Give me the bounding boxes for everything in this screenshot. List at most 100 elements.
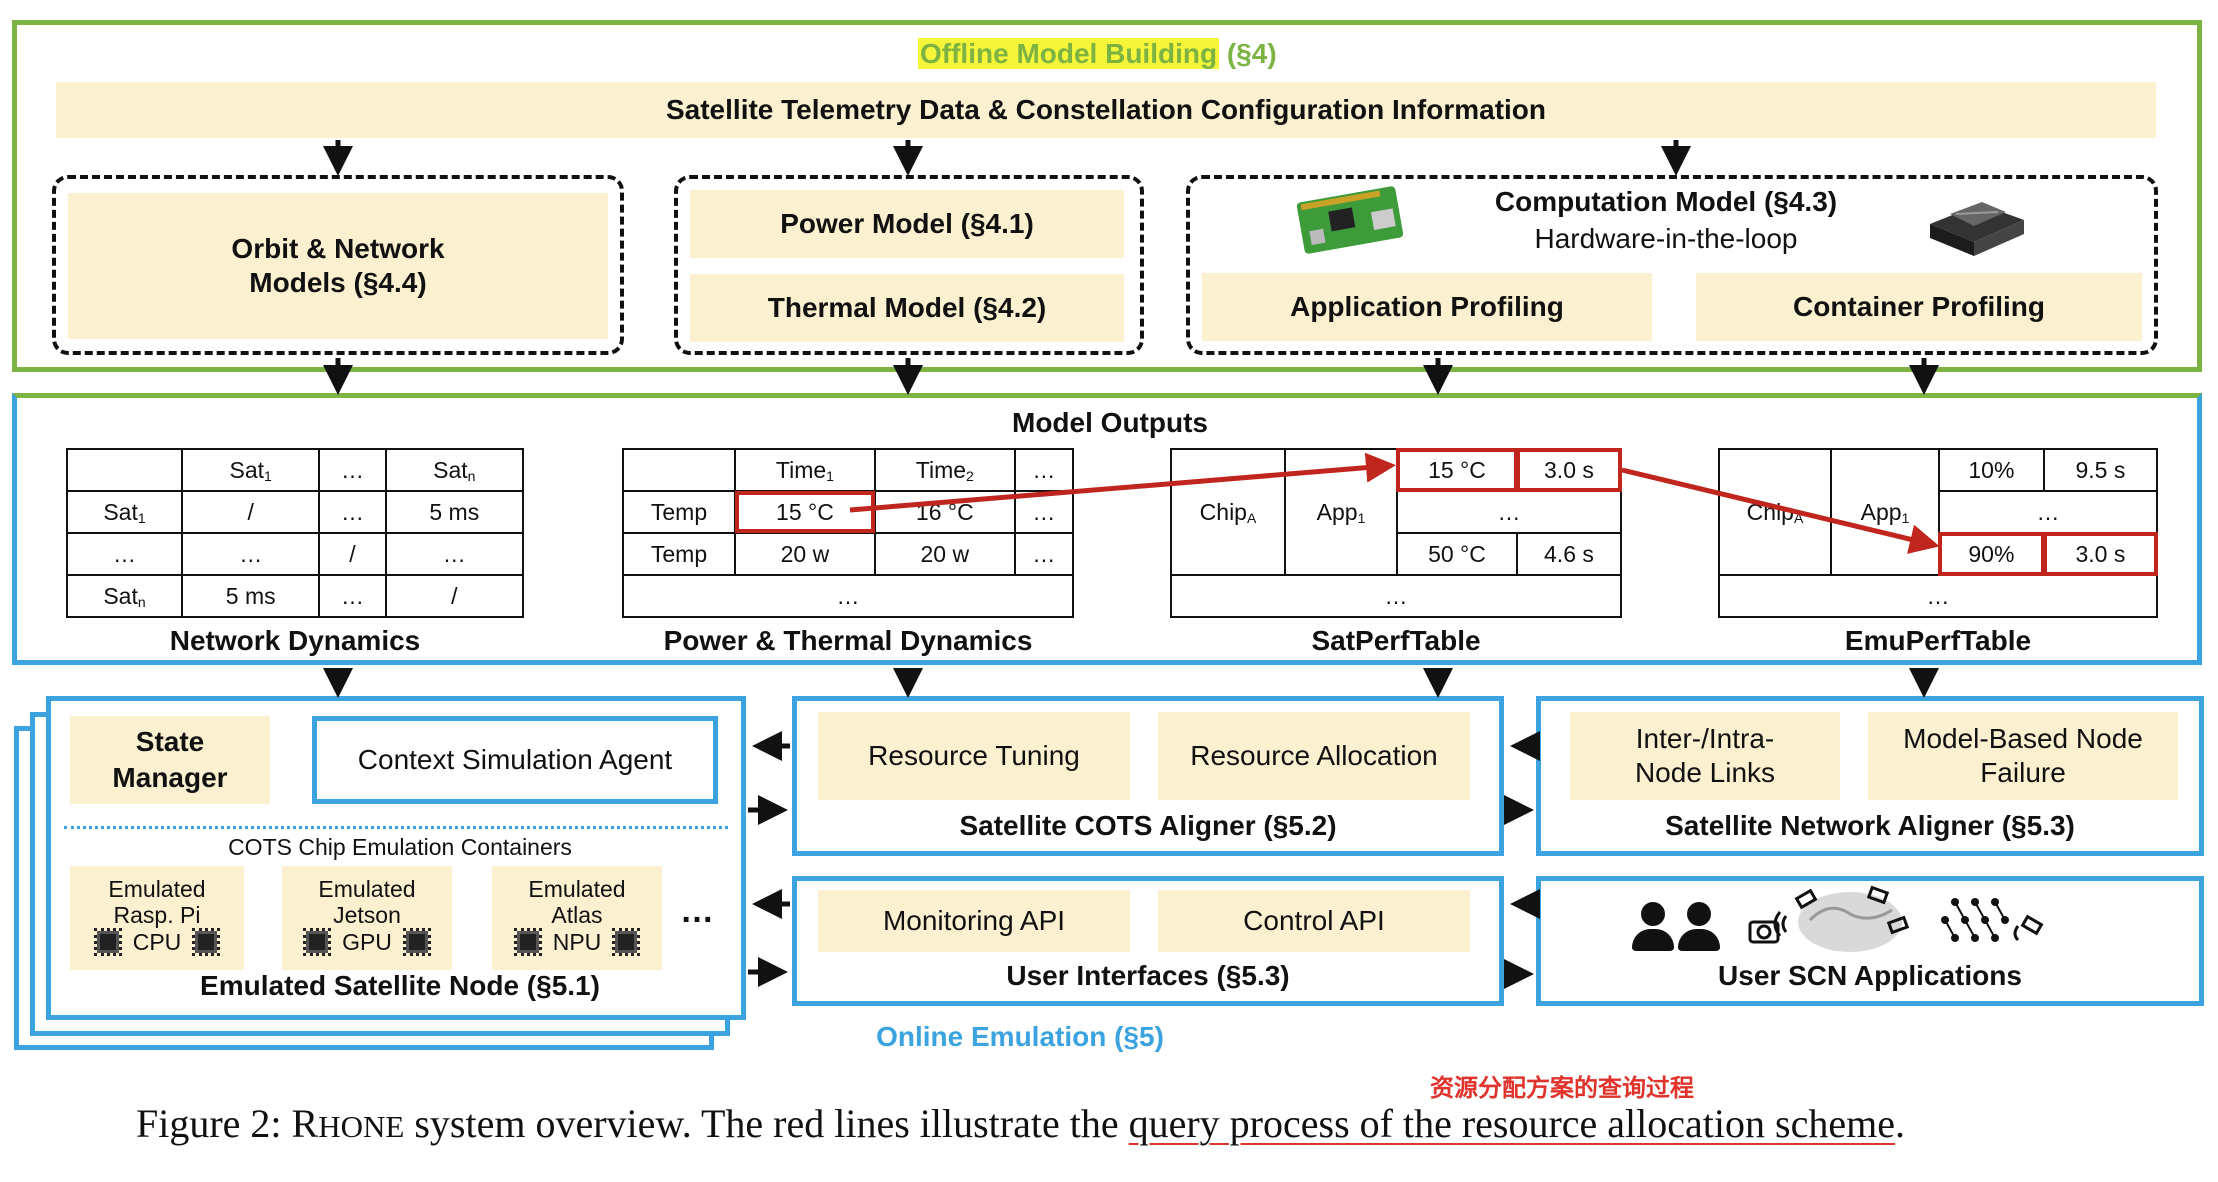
- table-cell: …: [384, 532, 525, 576]
- table-cell: Time2: [873, 448, 1016, 492]
- query-cell-latency: 3.0 s: [1515, 448, 1623, 492]
- user-scn-applications-box: [1536, 876, 2204, 1006]
- table-cell: Satn: [384, 448, 525, 492]
- inter-intra-node-links: Inter-/Intra- Node Links: [1570, 712, 1840, 800]
- emuperf-label: EmuPerfTable: [1844, 625, 2032, 656]
- containers-ellipsis: …: [680, 892, 714, 930]
- table-cell: Temp: [622, 490, 736, 534]
- table-row: …: [1170, 574, 1622, 618]
- emulated-cpu-container: Emulated Rasp. Pi CPU: [70, 866, 244, 970]
- thermal-model: Thermal Model (§4.2): [690, 274, 1124, 342]
- table-cell: …: [1396, 490, 1622, 534]
- chinese-annotation: 资源分配方案的查询过程: [1430, 1075, 1694, 1102]
- network-dynamics-table: Sat1 … Satn Sat1 / … 5 ms … … / … Satn 5…: [66, 448, 525, 618]
- table-row: … … / …: [66, 532, 525, 576]
- computation-group: [1186, 175, 2158, 355]
- state-manager: State Manager: [70, 716, 270, 804]
- application-profiling: Application Profiling: [1202, 273, 1652, 341]
- network-aligner-label: Satellite Network Aligner (§5.3): [1665, 810, 2075, 841]
- telemetry-bar: Satellite Telemetry Data & Constellation…: [56, 82, 2156, 138]
- power-thermal-label: Power & Thermal Dynamics: [663, 625, 1033, 656]
- table-cell: …: [318, 574, 387, 618]
- emulated-gpu-container: Emulated Jetson GPU: [282, 866, 452, 970]
- power-thermal-table: Time1 Time2 … Temp 15 °C 16 °C … Temp 20…: [622, 448, 1075, 618]
- emulated-node-label: Emulated Satellite Node (§5.1): [200, 970, 600, 1001]
- offline-model-building-panel: [12, 20, 2202, 372]
- table-cell: …: [1718, 574, 2158, 618]
- figure-caption: Figure 2: RHONE system overview. The red…: [136, 1101, 1905, 1146]
- model-outputs-panel: [12, 393, 2202, 665]
- orbit-group: [52, 175, 624, 355]
- table-cell: 10%: [1938, 448, 2045, 492]
- table-row: Sat1 … Satn: [66, 448, 525, 492]
- context-simulation-agent: Context Simulation Agent: [312, 716, 718, 804]
- chip-icon: [612, 928, 641, 956]
- table-cell: 50 °C: [1396, 532, 1518, 576]
- orbit-network-models: Orbit & Network Models (§4.4): [68, 193, 608, 339]
- emuperf-table: ChipA App1 10% 9.5 s … 90% 3.0 s …: [1718, 448, 2159, 618]
- table-cell: …: [1170, 574, 1622, 618]
- table-cell: 9.5 s: [2042, 448, 2159, 492]
- query-cell-latency: 3.0 s: [2042, 532, 2159, 576]
- table-cell: /: [318, 532, 387, 576]
- query-arrow: [1621, 467, 1940, 554]
- table-cell: Satn: [66, 574, 183, 618]
- model-outputs-title: Model Outputs: [1012, 407, 1208, 438]
- chip-icon: [192, 928, 221, 956]
- table-cell: Temp: [622, 532, 736, 576]
- user-icon: [1632, 902, 1674, 951]
- table-row: Satn 5 ms … /: [66, 574, 525, 618]
- table-row: 90% 3.0 s: [1719, 532, 2159, 576]
- table-row: …: [622, 574, 1074, 618]
- query-arrow: [849, 452, 1396, 513]
- satellite-cots-aligner: [792, 696, 1504, 856]
- raspberry-pi-board-icon: [1296, 186, 1404, 254]
- emulated-npu-container: Emulated Atlas NPU: [492, 866, 662, 970]
- table-row: Temp 20 w 20 w …: [622, 532, 1075, 576]
- power-thermal-group: [674, 175, 1144, 355]
- table-cell: 4.6 s: [1515, 532, 1623, 576]
- table-cell: /: [384, 574, 525, 618]
- online-emulation-title: Online Emulation (§5): [876, 1021, 1164, 1052]
- table-cell: Sat1: [66, 490, 183, 534]
- network-dynamics-label: Network Dynamics: [169, 625, 421, 656]
- table-cell: 20 w: [873, 532, 1016, 576]
- table-cell: ChipA: [1718, 448, 1832, 576]
- chip-icon: [303, 928, 332, 956]
- table-row: ChipA App1 10% 9.5 s: [1718, 448, 2159, 576]
- table-cell: …: [1013, 448, 1075, 492]
- control-api: Control API: [1158, 890, 1470, 952]
- jetson-module-icon: [1930, 202, 2024, 256]
- query-cell-util: 90%: [1938, 532, 2045, 576]
- computation-subtitle: Hardware-in-the-loop: [1534, 223, 1798, 254]
- table-cell: …: [180, 532, 321, 576]
- cots-containers-label: COTS Chip Emulation Containers: [228, 833, 572, 860]
- table-cell: 5 ms: [384, 490, 525, 534]
- table-row: Time1 Time2 …: [622, 448, 1075, 492]
- resource-allocation: Resource Allocation: [1158, 712, 1470, 800]
- query-cell-temp: 15 °C: [1396, 448, 1518, 492]
- computation-title: Computation Model (§4.3): [1494, 186, 1838, 217]
- user-scn-applications-label: User SCN Applications: [1718, 960, 2022, 991]
- satellite-network-aligner: [1536, 696, 2204, 856]
- offline-title-ref: (§4): [1226, 38, 1277, 69]
- container-divider: [64, 826, 728, 829]
- table-cell: Sat1: [180, 448, 321, 492]
- table-cell: ChipA: [1170, 448, 1286, 576]
- table-cell: …: [1013, 532, 1075, 576]
- table-row: Sat1 / … 5 ms: [66, 490, 525, 534]
- satperf-label: SatPerfTable: [1311, 625, 1481, 656]
- table-cell: …: [66, 532, 183, 576]
- table-cell: /: [180, 490, 321, 534]
- chip-icon: [402, 928, 431, 956]
- table-row: Temp 15 °C 16 °C …: [622, 490, 1075, 534]
- satellite-applications-icon: [1748, 885, 2044, 952]
- table-cell: …: [622, 574, 1074, 618]
- offline-title: Offline Model Building (§4): [918, 38, 1277, 70]
- chip-icon: [513, 928, 542, 956]
- user-interfaces-label: User Interfaces (§5.3): [1006, 960, 1290, 991]
- table-cell: App1: [1830, 448, 1940, 576]
- monitoring-api: Monitoring API: [818, 890, 1130, 952]
- user-interfaces-box: [792, 876, 1504, 1006]
